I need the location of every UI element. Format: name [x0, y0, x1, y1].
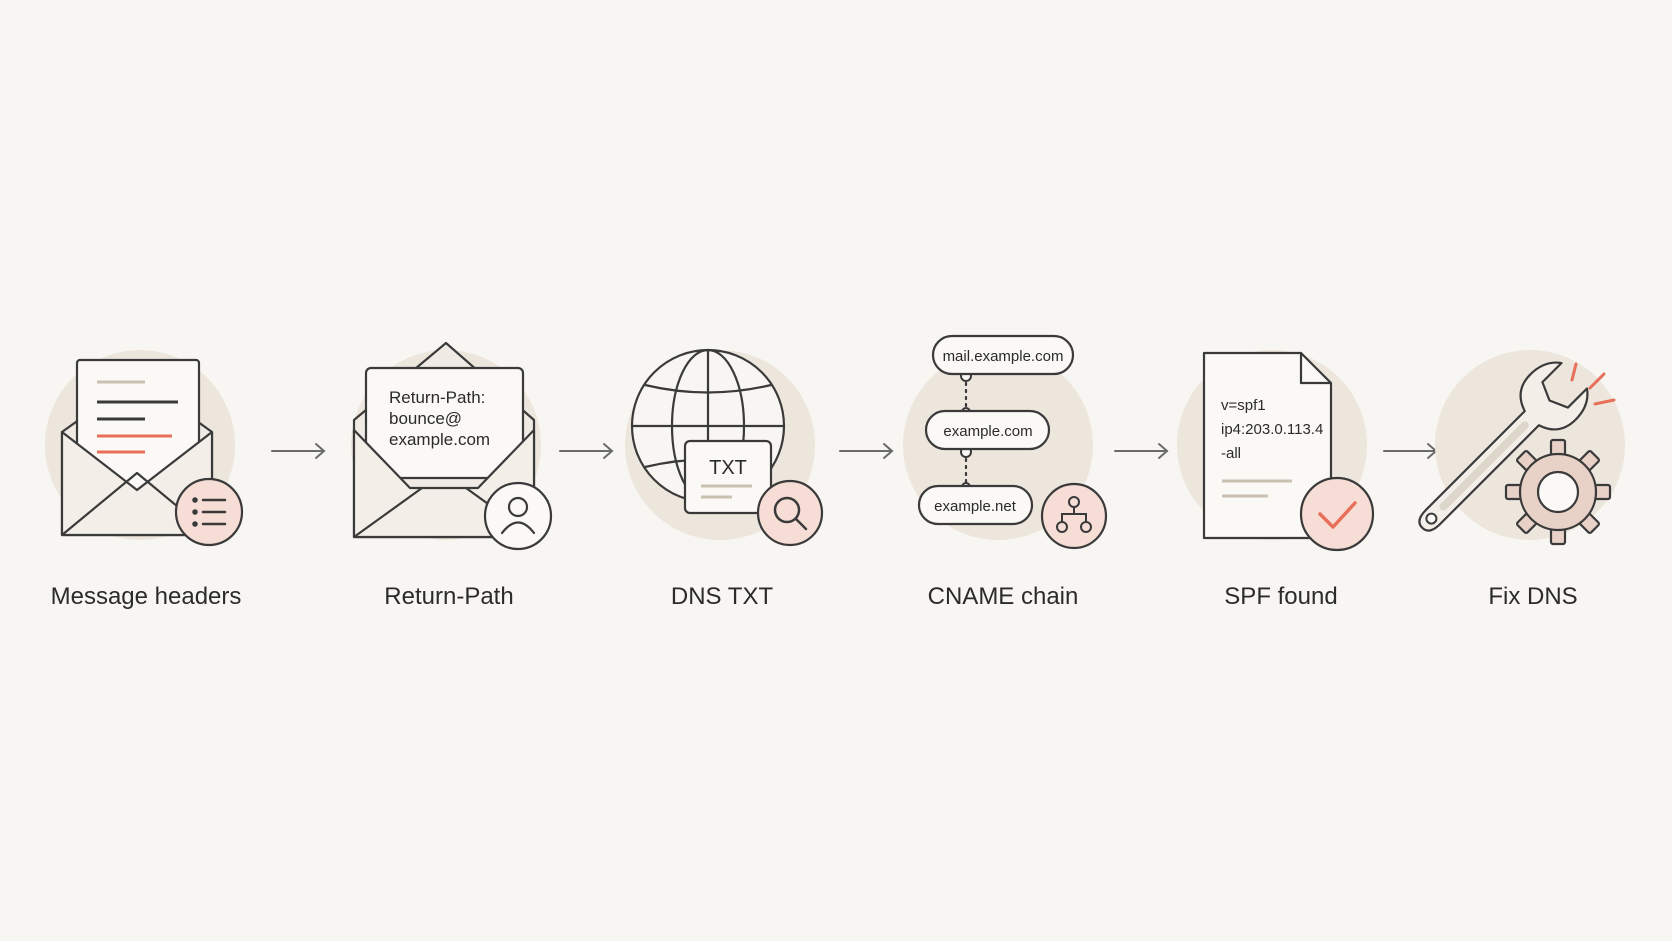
- arrow-icon: [1383, 443, 1438, 459]
- step-label-dns-txt: DNS TXT: [670, 583, 774, 610]
- arrow-icon: [271, 443, 326, 459]
- letter-line-1: Return-Path:: [389, 388, 485, 407]
- document-icon: v=spf1 ip4:203.0.113.4 -all: [1202, 351, 1333, 540]
- step-label-message-headers: Message headers: [50, 583, 242, 610]
- user-icon: [483, 481, 553, 551]
- chain-icon: mail.example.com example.com example.net: [917, 334, 1075, 526]
- txt-card-label: TXT: [709, 457, 747, 479]
- hierarchy-icon: [1040, 482, 1108, 550]
- spf-line-1: v=spf1: [1221, 397, 1266, 414]
- step-spf-found: v=spf1 ip4:203.0.113.4 -all: [1177, 350, 1375, 552]
- step-label-cname-chain: CNAME chain: [927, 583, 1079, 610]
- gear-icon: [1504, 438, 1612, 546]
- search-icon: [756, 479, 824, 547]
- arrow-icon: [1114, 443, 1169, 459]
- letter-line-2: bounce@: [389, 409, 462, 428]
- step-cname-chain: mail.example.com example.com example.net: [903, 334, 1108, 550]
- wrench-gear-icon: [1418, 361, 1612, 546]
- spf-line-3: -all: [1221, 445, 1241, 462]
- step-label-spf-found: SPF found: [1224, 583, 1338, 610]
- list-icon: [174, 477, 244, 547]
- step-dns-txt: TXT: [625, 348, 824, 547]
- chain-node-2: example.com: [943, 423, 1032, 440]
- step-message-headers: [45, 350, 244, 547]
- arrow-icon: [839, 443, 894, 459]
- step-label-return-path: Return-Path: [384, 583, 514, 610]
- envelope-headers-icon: [60, 358, 214, 537]
- wrench-icon: [1418, 361, 1589, 532]
- step-return-path: Return-Path: bounce@ example.com: [351, 341, 553, 551]
- chain-node-3: example.net: [934, 498, 1017, 515]
- spf-line-2: ip4:203.0.113.4: [1221, 421, 1323, 438]
- step-label-fix-dns: Fix DNS: [1488, 583, 1578, 610]
- letter-line-3: example.com: [389, 430, 490, 449]
- arrow-icon: [559, 443, 614, 459]
- spark-icon: [1570, 362, 1616, 406]
- txt-card: TXT: [683, 439, 773, 515]
- check-icon: [1299, 476, 1375, 552]
- chain-node-1: mail.example.com: [943, 348, 1064, 365]
- step-fix-dns: [1418, 350, 1625, 546]
